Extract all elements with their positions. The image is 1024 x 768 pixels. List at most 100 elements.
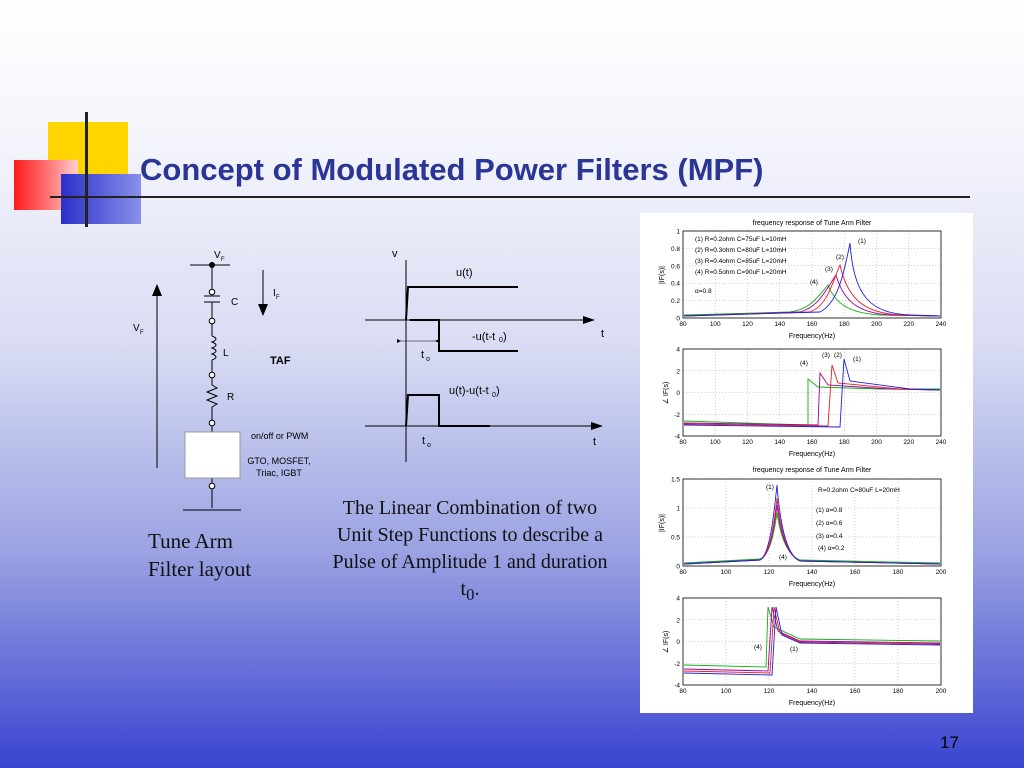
plot2-xlabel: Frequency(Hz) <box>789 451 835 458</box>
pulse-caption-end: . <box>474 578 480 600</box>
u-label: u(t) <box>456 267 473 279</box>
plot2-xtick-label: 200 <box>871 439 882 446</box>
plot3-ytick-label: 0 <box>676 564 680 571</box>
plot4-xtick-label: 100 <box>721 688 732 695</box>
t2-axis-label: t <box>593 436 596 448</box>
inductor-label: L <box>223 348 229 359</box>
switch-control-label: on/off or PWM <box>251 431 308 441</box>
plot1-xtick-label: 200 <box>871 321 882 328</box>
neg-step-sub: 0 <box>499 337 503 344</box>
plot4-xtick-label: 140 <box>807 688 818 695</box>
plot2-xtick-label: 140 <box>774 439 785 446</box>
plot1-curve-label-1: (1) <box>858 238 866 245</box>
switch-box <box>184 431 241 479</box>
plot3-curve-label-4: (4) <box>779 554 787 561</box>
plot4-ylabel: ∠ IF(s) <box>662 631 670 654</box>
plot1-legend-4: (4) R=0.5ohm C=90uF L=20mH <box>695 269 787 276</box>
if-sub: F <box>276 295 280 301</box>
plot3-xtick-label: 180 <box>893 569 904 576</box>
to-label: t <box>421 349 424 361</box>
plot2-xtick-label: 120 <box>742 439 753 446</box>
plot1-xtick-label: 220 <box>903 321 914 328</box>
plot3-ytick-label: 0.5 <box>671 535 680 542</box>
to2-sub: o <box>427 442 431 449</box>
plot4-ytick-label: -4 <box>674 683 680 690</box>
resistor-label: R <box>227 392 234 403</box>
device-list-line1: GTO, MOSFET, <box>247 456 310 466</box>
plot2-xtick-label: 80 <box>679 439 687 446</box>
plot3-ylabel: |IF(s)| <box>659 514 666 532</box>
slide-title: Concept of Modulated Power Filters (MPF) <box>140 152 764 187</box>
plot1-xtick-label: 180 <box>839 321 850 328</box>
v-axis-label: v <box>392 248 398 260</box>
plot1-ytick-label: 0.4 <box>671 281 680 288</box>
capacitor-label: C <box>231 297 238 308</box>
plot3-legend-1: (1) α=0.8 <box>816 507 843 514</box>
plot3-legend-3: (3) α=0.4 <box>816 533 843 540</box>
vf-top-label: V <box>214 250 221 261</box>
tune-arm-caption-line1: Tune Arm <box>148 529 233 553</box>
plot3-xtick-label: 140 <box>807 569 818 576</box>
plot2-xtick-label: 220 <box>903 439 914 446</box>
plot2-curve-label-2: (2) <box>834 352 842 359</box>
plot3-xlabel: Frequency(Hz) <box>789 581 835 588</box>
plot2-curve-label-4: (4) <box>800 360 808 367</box>
plot2-curve-label-1: (1) <box>853 356 861 363</box>
plot1-ytick-label: 0 <box>676 316 680 323</box>
plot1-curve-label-3: (3) <box>825 266 833 273</box>
plot3-xtick-label: 120 <box>764 569 775 576</box>
plot3-ytick-label: 1 <box>676 506 680 513</box>
plot1-ytick-label: 1 <box>676 229 680 236</box>
plot2-curve-label-3: (3) <box>822 352 830 359</box>
plot1-xtick-label: 240 <box>936 321 947 328</box>
unit-step-pulse-diagram: v t u(t) -u(t-t 0 ) t o u(t)-u(t-t 0 ) t… <box>365 248 604 462</box>
plot1-xtick-label: 120 <box>742 321 753 328</box>
combo-close: ) <box>496 385 500 397</box>
plot4-xtick-label: 160 <box>850 688 861 695</box>
plot1-title: frequency response of Tune Arm Filter <box>753 220 872 227</box>
plot2-xtick-label: 100 <box>710 439 721 446</box>
plot1-xtick-label: 80 <box>679 321 687 328</box>
plot1-ytick-label: 0.8 <box>671 246 680 253</box>
plot1-legend-3: (3) R=0.4ohm C=85uF L=20mH <box>695 258 787 265</box>
vf-side-label: V <box>133 323 140 334</box>
t-axis-label: t <box>601 328 604 340</box>
taf-label: TAF <box>270 355 291 367</box>
plot2-ytick-label: 2 <box>676 368 680 375</box>
plot1-ytick-label: 0.2 <box>671 298 680 305</box>
plot3-ytick-label: 1.5 <box>671 477 680 484</box>
plot1-ylabel: |IF(s)| <box>659 266 666 284</box>
pulse-caption: The Linear Combination of two Unit Step … <box>330 495 610 608</box>
plot4-ytick-label: 2 <box>676 617 680 624</box>
plot4-curve-label-4: (4) <box>754 644 762 651</box>
plot3-legend-2: (2) α=0.6 <box>816 520 843 527</box>
plot4-xlabel: Frequency(Hz) <box>789 700 835 707</box>
device-list-line2: Triac, IGBT <box>256 468 302 478</box>
plot1-curve-label-2: (2) <box>836 254 844 261</box>
tune-arm-circuit-diagram: V F I F V F C L R TAF on/off or PWM GTO,… <box>133 250 311 511</box>
plot1-ytick-label: 0.6 <box>671 263 680 270</box>
plot3-xtick-label: 80 <box>679 569 687 576</box>
vf-side-sub: F <box>140 330 144 336</box>
combo-label: u(t)-u(t-t <box>449 385 489 397</box>
plot1-xlabel: Frequency(Hz) <box>789 333 835 340</box>
plot1-xtick-label: 140 <box>774 321 785 328</box>
plot3-legend-4: (4) α=0.2 <box>818 545 845 552</box>
plot4-ytick-label: 4 <box>676 596 680 603</box>
plot2-ylabel: ∠ IF(s) <box>662 382 670 405</box>
to2-label: t <box>422 435 425 447</box>
plot2-ytick-label: 0 <box>676 390 680 397</box>
plot2-ytick-label: 4 <box>676 347 680 354</box>
blue-square-decoration <box>61 174 141 224</box>
plot4-ytick-label: -2 <box>674 661 680 668</box>
plot2-ytick-label: -4 <box>674 434 680 441</box>
plot1-xtick-label: 160 <box>807 321 818 328</box>
plot3-curve-label-1: (1) <box>766 484 774 491</box>
vertical-rule <box>85 112 88 227</box>
plot4-xtick-label: 120 <box>764 688 775 695</box>
tune-arm-caption: Tune Arm Filter layout <box>148 527 278 583</box>
plot2-xtick-label: 240 <box>936 439 947 446</box>
page-number: 17 <box>940 733 959 752</box>
to-sub: o <box>426 356 430 363</box>
neg-step-close: ) <box>503 331 507 343</box>
